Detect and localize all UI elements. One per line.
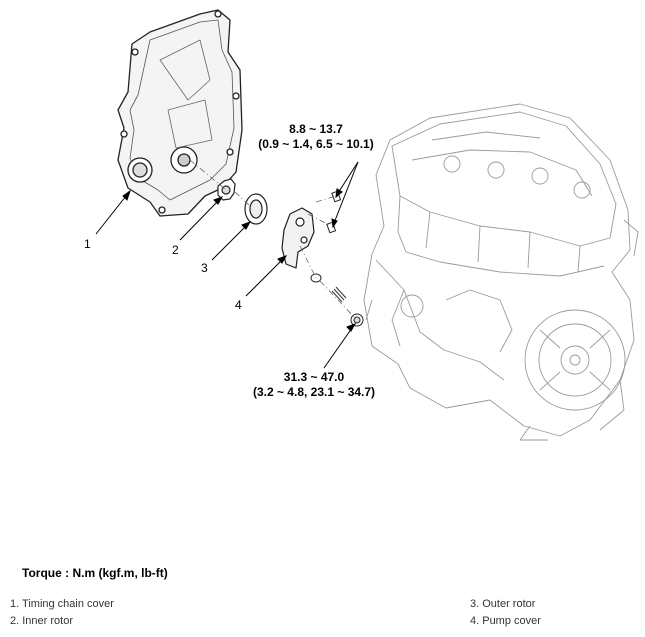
timing-chain-cover-illustration — [117, 9, 243, 217]
exploded-view-diagram — [95, 9, 639, 441]
engine-block-illustration — [363, 103, 639, 441]
torque-spec-upper: 8.8 ~ 13.7 (0.9 ~ 1.4, 6.5 ~ 10.1) — [248, 122, 384, 152]
torque-lower-conversions: (3.2 ~ 4.8, 23.1 ~ 34.7) — [252, 385, 376, 399]
callout-3: 3 — [201, 261, 208, 275]
callout-1: 1 — [84, 237, 91, 251]
legend-item-inner-rotor: 2. Inner rotor — [10, 615, 73, 627]
torque-units-heading: Torque : N.m (kgf.m, lb-ft) — [22, 566, 168, 580]
outer-rotor-illustration — [244, 193, 268, 225]
pump-cover-illustration — [281, 207, 315, 269]
torque-lower-nm: 31.3 ~ 47.0 — [283, 370, 345, 384]
torque-upper-conversions: (0.9 ~ 1.4, 6.5 ~ 10.1) — [258, 137, 374, 151]
assembly-center-lines — [189, 159, 357, 320]
legend-item-outer-rotor: 3. Outer rotor — [470, 598, 536, 610]
torque-spec-lower: 31.3 ~ 47.0 (3.2 ~ 4.8, 23.1 ~ 34.7) — [244, 370, 384, 400]
legend-item-pump-cover: 4. Pump cover — [470, 615, 541, 627]
legend-item-timing-chain-cover: 1. Timing chain cover — [10, 598, 114, 610]
callout-2: 2 — [172, 243, 179, 257]
leader-lines — [95, 161, 359, 369]
pump-hardware-illustration — [310, 190, 364, 327]
torque-upper-nm: 8.8 ~ 13.7 — [289, 122, 343, 136]
callout-4: 4 — [235, 298, 242, 312]
